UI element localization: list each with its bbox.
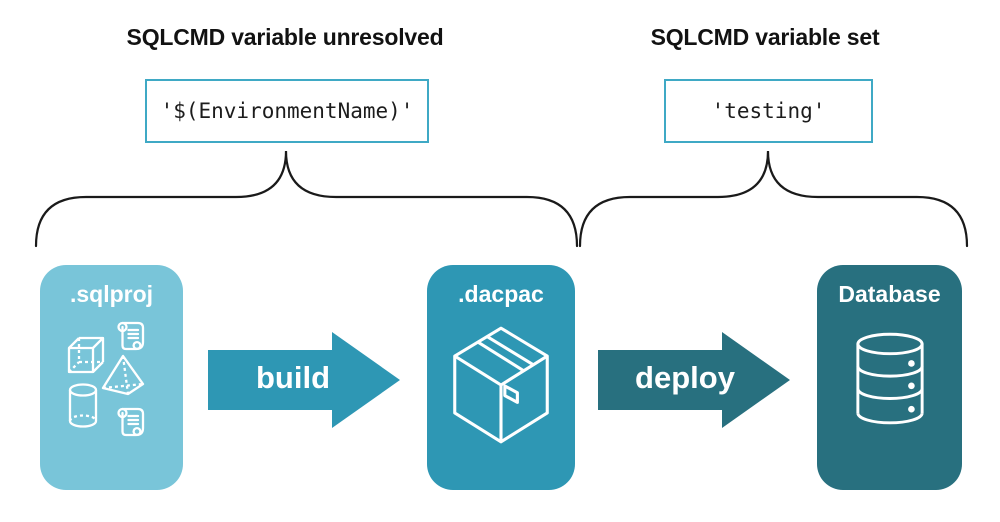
heading-sqlcmd-set: SQLCMD variable set <box>650 24 880 50</box>
database-card-label: Database <box>838 281 941 307</box>
scroll-icon <box>117 321 145 351</box>
dacpac-card-label: .dacpac <box>458 281 544 307</box>
sqlproj-card: .sqlproj <box>40 265 183 490</box>
pyramid-icon <box>101 354 145 396</box>
database-card: Database <box>817 265 962 490</box>
cube-icon <box>67 336 105 374</box>
code-box-environment-variable: '$(EnvironmentName)' <box>145 79 429 143</box>
package-box-icon <box>453 326 549 444</box>
scroll-icon <box>117 407 145 437</box>
heading-sqlcmd-unresolved: SQLCMD variable unresolved <box>126 24 444 50</box>
database-cylinder-icon <box>856 332 924 425</box>
dacpac-card: .dacpac <box>427 265 575 490</box>
build-arrow <box>208 332 400 428</box>
deploy-arrow-label: deploy <box>635 360 735 395</box>
left-brace <box>34 150 579 248</box>
sql-objects-icons <box>67 321 145 437</box>
deploy-arrow <box>598 332 790 428</box>
code-environment-variable: '$(EnvironmentName)' <box>160 99 414 123</box>
code-testing-value: 'testing' <box>711 99 826 123</box>
right-brace <box>578 150 969 248</box>
build-arrow-label: build <box>255 360 331 395</box>
cylinder-icon <box>68 383 98 428</box>
brace-group <box>34 150 969 248</box>
code-box-testing-value: 'testing' <box>664 79 873 143</box>
sqlproj-card-label: .sqlproj <box>69 281 154 307</box>
